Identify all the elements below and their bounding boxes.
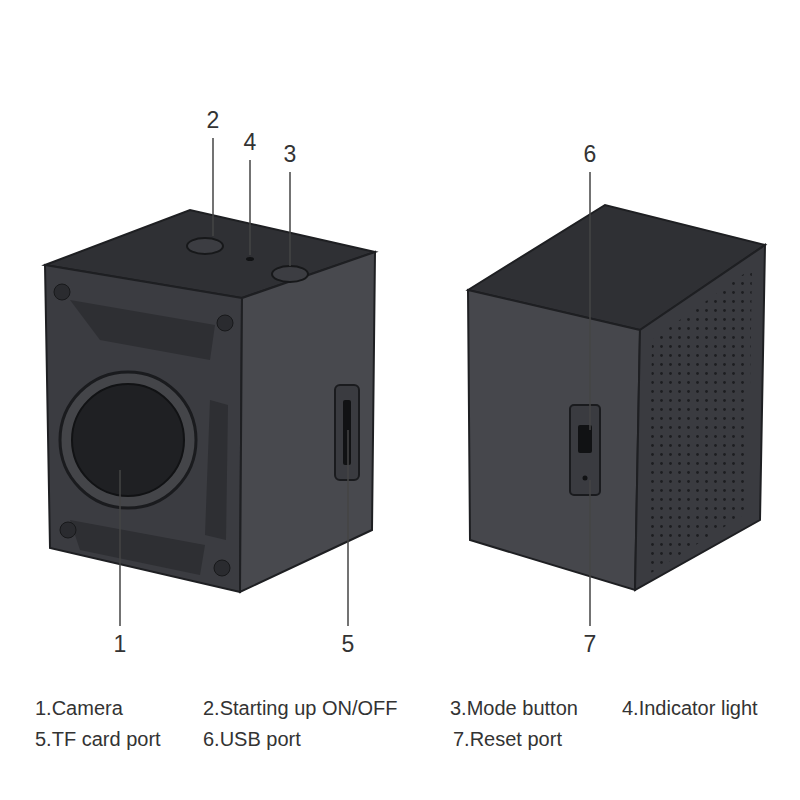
callout-number: 7 <box>584 632 597 657</box>
part-name: 3.Mode button <box>450 697 578 719</box>
callout-number: 4 <box>244 130 257 155</box>
part-name: 5.TF card port <box>35 728 161 750</box>
callout-number: 2 <box>207 108 220 133</box>
callout-number: 6 <box>584 142 597 167</box>
part-name: 1.Camera <box>35 697 123 719</box>
callout-number: 5 <box>342 632 355 657</box>
front-camera <box>45 210 375 592</box>
back-camera <box>468 205 765 590</box>
part-name: 2.Starting up ON/OFF <box>203 697 398 719</box>
part-name: 7.Reset port <box>453 728 562 750</box>
part-name: 6.USB port <box>203 728 301 750</box>
callout-number: 3 <box>284 142 297 167</box>
part-name: 4.Indicator light <box>622 697 758 719</box>
callout-number: 1 <box>114 632 127 657</box>
leader-lines <box>120 138 590 626</box>
